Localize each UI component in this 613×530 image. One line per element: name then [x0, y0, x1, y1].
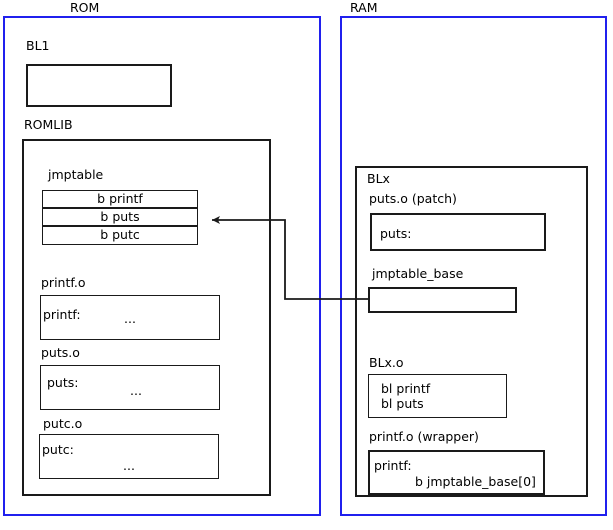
printf-o-ellipsis: ...: [124, 311, 136, 326]
printf-wrapper-label: printf.o (wrapper): [369, 429, 479, 444]
bl1-label: BL1: [26, 38, 50, 53]
ram-region-label: RAM: [350, 0, 378, 15]
printf-o-label: printf.o: [41, 275, 86, 290]
blx-o-line-2: bl puts: [381, 396, 424, 411]
bl1-box: [26, 64, 172, 107]
jmptable-entry-2-text: b putc: [100, 227, 140, 243]
blx-o-line-1: bl printf: [381, 381, 431, 396]
puts-o-symbol: puts:: [47, 375, 79, 390]
puts-patch-label: puts.o (patch): [369, 191, 457, 206]
printf-wrapper-symbol: printf:: [374, 458, 412, 473]
puts-o-label: puts.o: [41, 345, 80, 360]
printf-o-symbol: printf:: [43, 307, 81, 322]
blx-o-label: BLx.o: [369, 355, 404, 370]
putc-o-label: putc.o: [43, 416, 83, 431]
printf-wrapper-instruction: b jmptable_base[0]: [415, 474, 536, 489]
jmptable-entry-2: b putc: [42, 226, 198, 245]
puts-o-ellipsis: ...: [130, 383, 142, 398]
putc-o-box: putc: ...: [39, 434, 219, 479]
romlib-label: ROMLIB: [24, 117, 73, 132]
printf-wrapper-box: printf: b jmptable_base[0]: [368, 450, 545, 495]
puts-patch-symbol: puts:: [380, 226, 412, 241]
jmptable-entry-0: b printf: [42, 190, 198, 208]
printf-o-box: printf: ...: [40, 295, 220, 340]
rom-region-label: ROM: [70, 0, 100, 15]
puts-o-box: puts: ...: [40, 365, 220, 410]
jmptable-base-label: jmptable_base: [372, 266, 464, 281]
blx-o-box: bl printf bl puts: [368, 374, 507, 418]
putc-o-ellipsis: ...: [123, 458, 135, 473]
jmptable-base-box: [368, 287, 517, 313]
jmptable-entry-0-text: b printf: [97, 190, 143, 206]
putc-o-symbol: putc:: [42, 442, 74, 457]
jmptable-entry-1: b puts: [42, 208, 198, 226]
jmptable-entry-1-text: b puts: [100, 208, 140, 224]
puts-patch-box: puts:: [370, 213, 546, 251]
blx-label: BLx: [367, 171, 390, 186]
jmptable-label: jmptable: [48, 167, 104, 182]
